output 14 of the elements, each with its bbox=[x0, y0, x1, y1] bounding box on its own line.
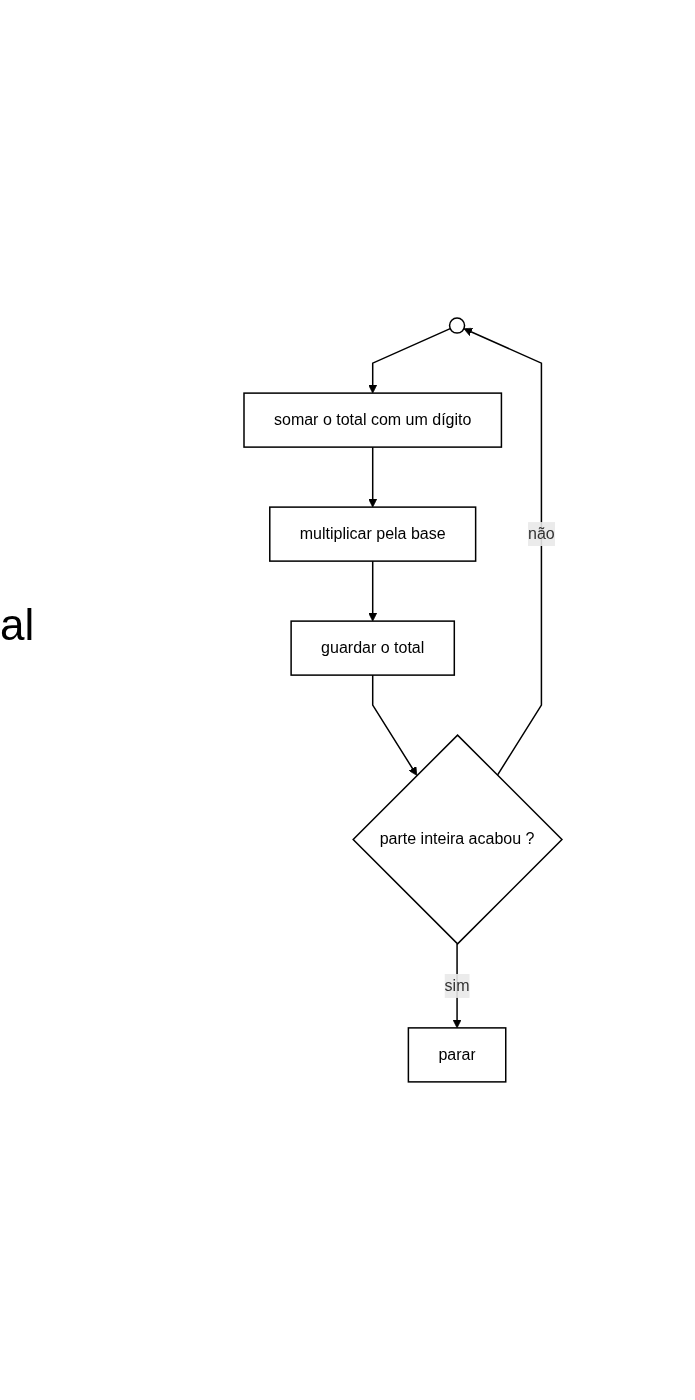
node-box: multiplicar pela base bbox=[268, 506, 476, 562]
node-circle bbox=[448, 317, 465, 334]
node-box: guardar o total bbox=[289, 620, 455, 676]
arrow bbox=[367, 446, 377, 508]
edge-label: sim bbox=[444, 976, 470, 994]
edge-label: não bbox=[527, 525, 555, 543]
arrow bbox=[367, 560, 377, 622]
arrow bbox=[371, 674, 417, 776]
node-box: parar bbox=[407, 1027, 506, 1083]
arrow bbox=[367, 327, 451, 394]
note-text: al bbox=[0, 600, 35, 650]
arrow bbox=[463, 327, 542, 777]
node-diamond: parte inteira acabou ? bbox=[351, 734, 563, 945]
node-box: somar o total com um dígito bbox=[242, 392, 502, 448]
